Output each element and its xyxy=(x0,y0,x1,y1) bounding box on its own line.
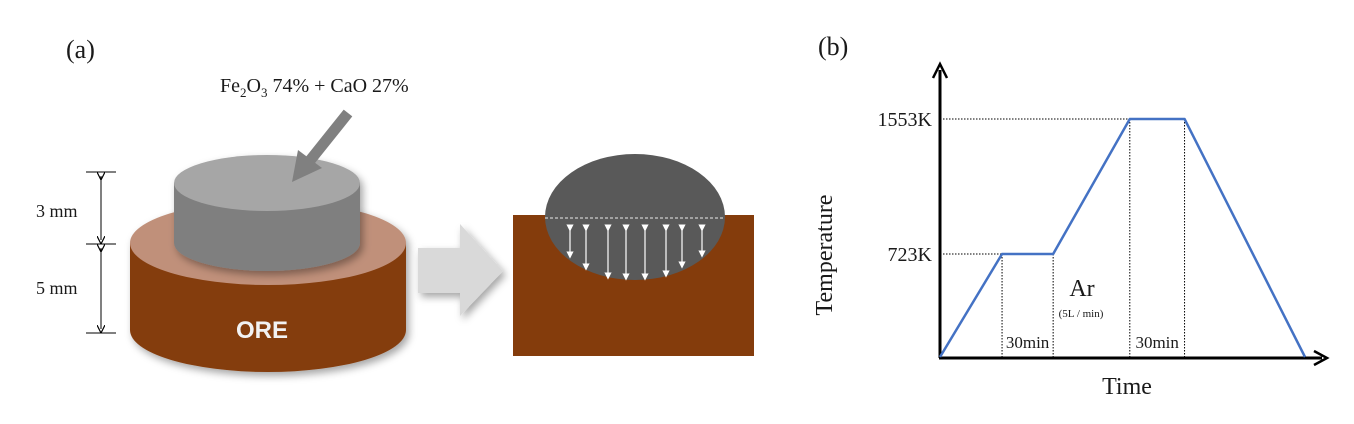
panel-b: (b) 723K 1553K 30min 30min Time Temperatur… xyxy=(812,32,1330,400)
gas-annotation: Ar xyxy=(1069,276,1094,302)
segment-labels: 30min 30min xyxy=(1006,333,1180,352)
melt-cross-section xyxy=(513,154,754,356)
temperature-profile-line xyxy=(938,117,1307,358)
ore-label: ORE xyxy=(236,317,288,344)
segment-duration-label: 30min xyxy=(1135,333,1179,352)
molten-slag xyxy=(545,154,725,280)
pellet-cylinder xyxy=(174,155,360,271)
process-arrow xyxy=(418,224,503,316)
flow-annotation: (5L / min) xyxy=(1059,308,1104,320)
x-axis-arrowhead xyxy=(1313,349,1330,367)
ore-height-label: 5 mm xyxy=(36,278,78,298)
composition-label: Fe2O3 74% + CaO 27% xyxy=(220,75,409,100)
y-tick-label: 1553K xyxy=(878,109,933,131)
pellet-height-label: 3 mm xyxy=(36,201,78,221)
panel-a: (a) Fe2O3 74% + CaO 27% ORE 3 mm xyxy=(36,35,754,372)
tick-labels: 723K 1553K xyxy=(878,109,933,266)
segment-duration-label: 30min xyxy=(1006,333,1050,352)
y-axis-label: Temperature xyxy=(812,195,838,316)
x-axis-label: Time xyxy=(1102,374,1152,400)
y-axis-arrowhead xyxy=(931,61,949,79)
penetration-arrows xyxy=(566,224,706,281)
pointer-arrow xyxy=(292,109,353,182)
panel-a-label: (a) xyxy=(66,35,95,64)
panel-b-label: (b) xyxy=(818,32,848,61)
y-tick-label: 723K xyxy=(888,244,933,266)
guide-lines xyxy=(940,118,1186,357)
dimension-lines xyxy=(86,171,116,334)
axes xyxy=(931,61,1330,367)
